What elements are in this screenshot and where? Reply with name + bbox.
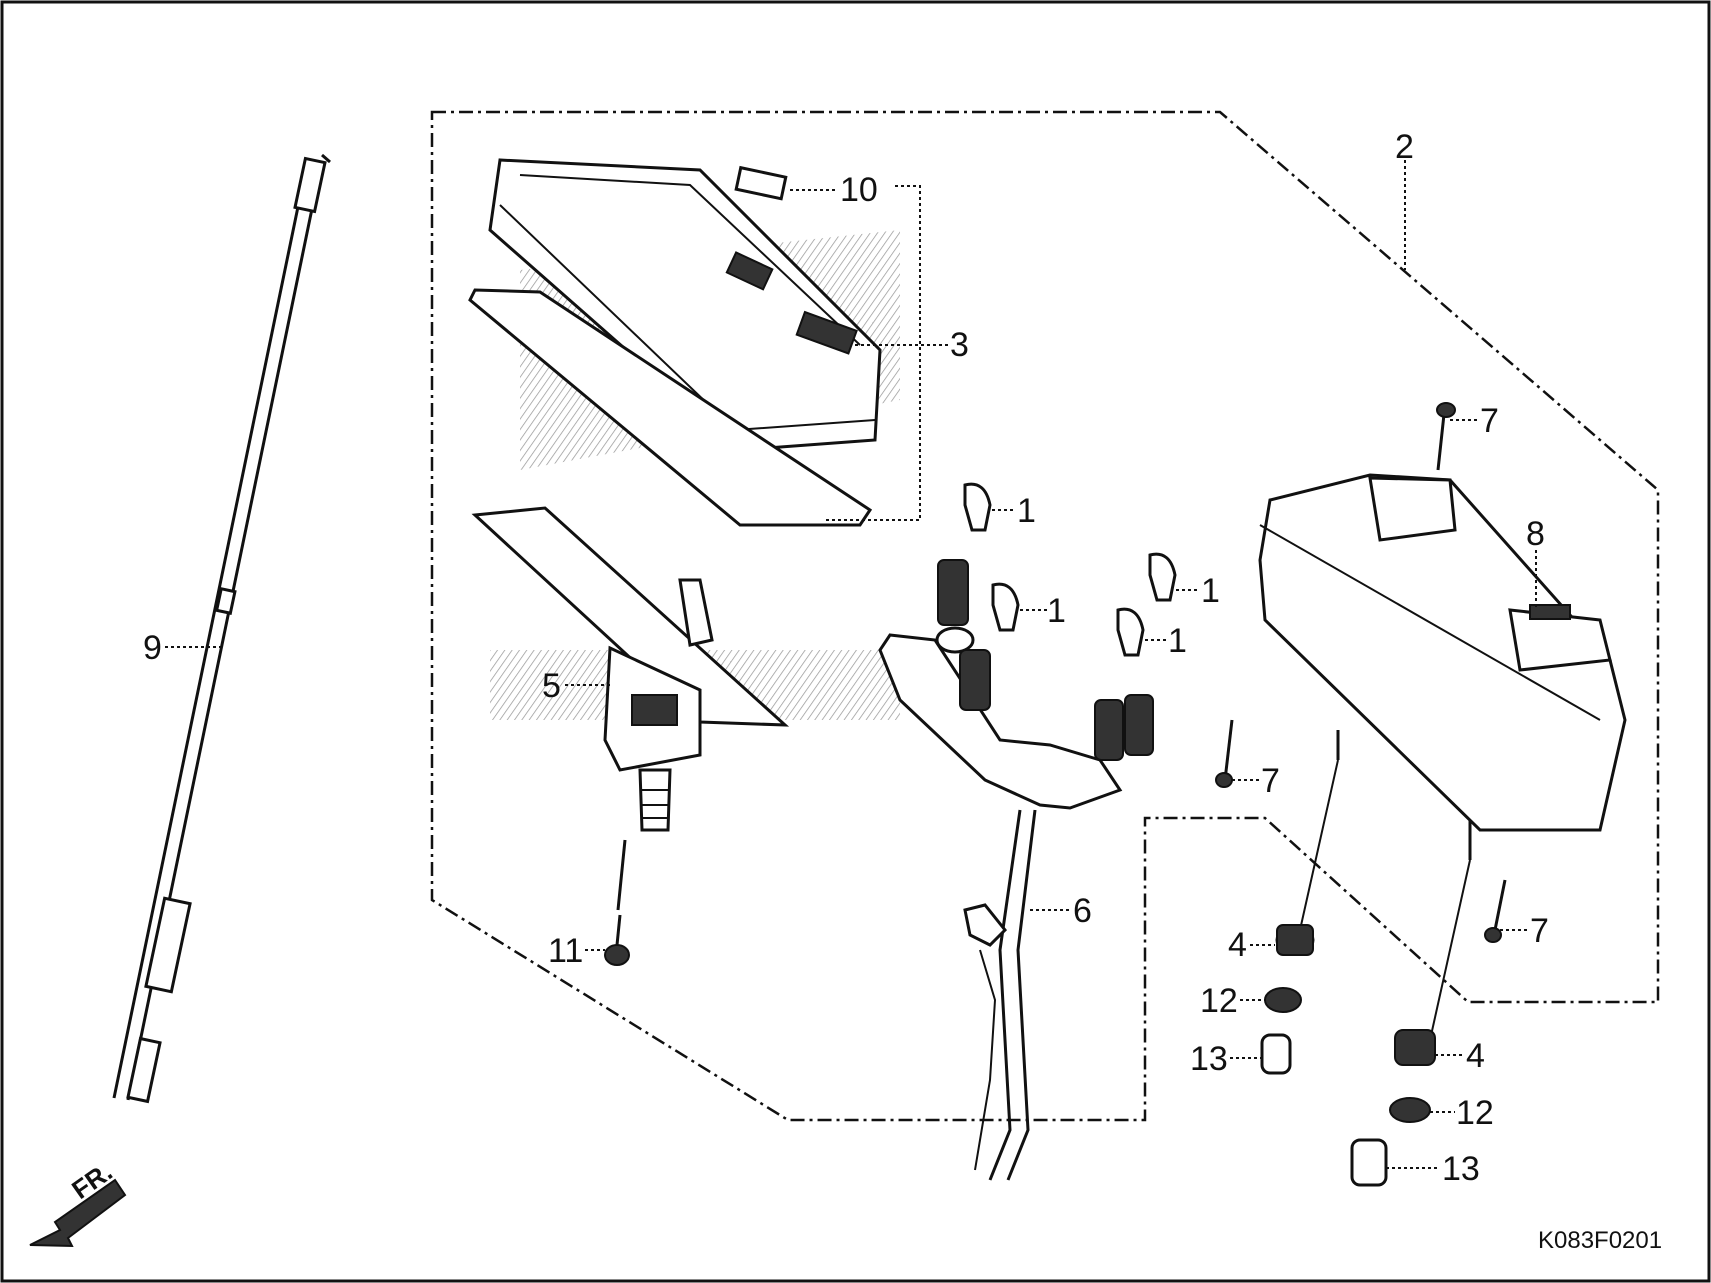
meter-base-plate [471,506,900,832]
mount-stack-right [1350,859,1471,1187]
bulb-set [963,482,1177,657]
part-label-10: 10 [840,171,878,209]
part-label-9: 9 [143,629,162,667]
meter-housing [1258,473,1627,860]
part-label-7c: 7 [1530,912,1549,950]
part-label-4a: 4 [1228,926,1247,964]
part-label-12b: 12 [1456,1094,1494,1132]
assembly-boundary [430,110,1660,1122]
part-label-8: 8 [1526,515,1545,553]
front-arrow [29,1178,127,1248]
part-label-6: 6 [1073,892,1092,930]
part-label-4b: 4 [1466,1037,1485,1075]
part-label-7b: 7 [1261,762,1280,800]
part-label-1c: 1 [1201,572,1220,610]
part-label-1d: 1 [1168,622,1187,660]
part-label-11: 11 [548,932,583,970]
drawing-code: K083F0201 [1538,1227,1662,1254]
part-label-1b: 1 [1047,592,1066,630]
part-label-5: 5 [542,667,561,705]
meter-gasket [468,288,873,527]
part-label-13a: 13 [1190,1040,1228,1078]
part-label-7a: 7 [1480,402,1499,440]
part-label-12a: 12 [1200,982,1238,1020]
part-label-3: 3 [950,326,969,364]
part-label-1a: 1 [1017,492,1036,530]
mount-stack-left [1260,759,1339,1075]
label-part-10 [734,165,788,201]
part-label-2: 2 [1395,128,1414,166]
screw-set-part-7 [1215,402,1507,943]
leader-3-bracket [825,185,921,521]
part-label-13b: 13 [1442,1150,1480,1188]
speedometer-cable [112,153,331,1104]
meter-harness [878,559,1154,1181]
screw-part-11 [604,839,630,966]
